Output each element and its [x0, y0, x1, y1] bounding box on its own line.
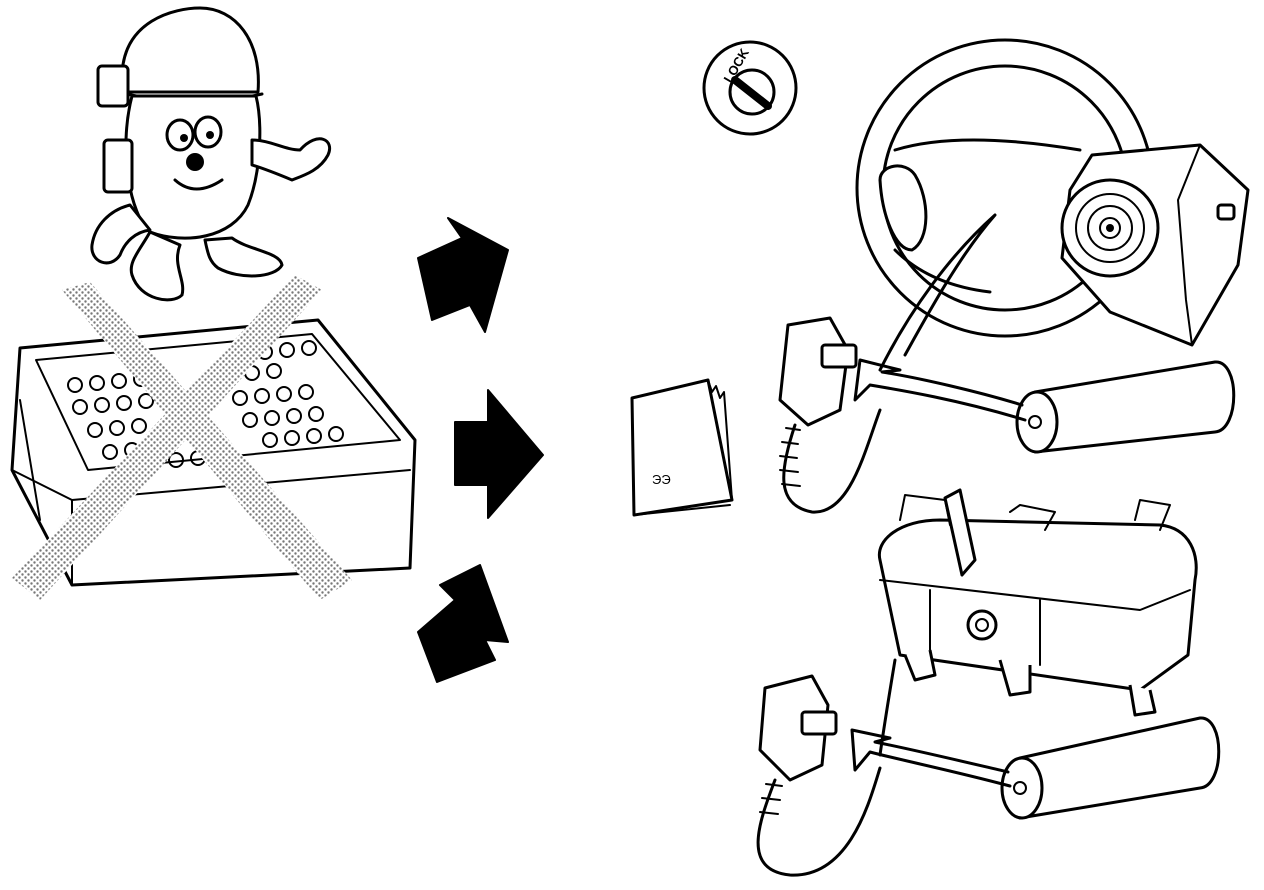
mascot-icon [90, 6, 332, 302]
passenger-airbag-icon [877, 488, 1198, 717]
manual-booklet-icon: ЭЭ [630, 378, 734, 517]
connection-arrow [850, 658, 1012, 788]
connector-plug-icon [756, 674, 882, 877]
prohibited-cross-icon [12, 275, 352, 600]
right-arrow-icon [417, 564, 509, 683]
connection-arrow [853, 213, 1027, 422]
right-arrow-icon [417, 217, 509, 333]
right-arrow-icon [454, 389, 544, 519]
steering-wheel-airbag-icon [855, 38, 1250, 347]
dummy-load-cylinder-icon [1015, 360, 1236, 454]
dummy-load-cylinder-icon [1000, 716, 1221, 820]
connector-plug-icon [778, 316, 882, 514]
booklet-label: ЭЭ [652, 472, 671, 487]
ignition-lock-icon: LOCK [702, 40, 798, 136]
